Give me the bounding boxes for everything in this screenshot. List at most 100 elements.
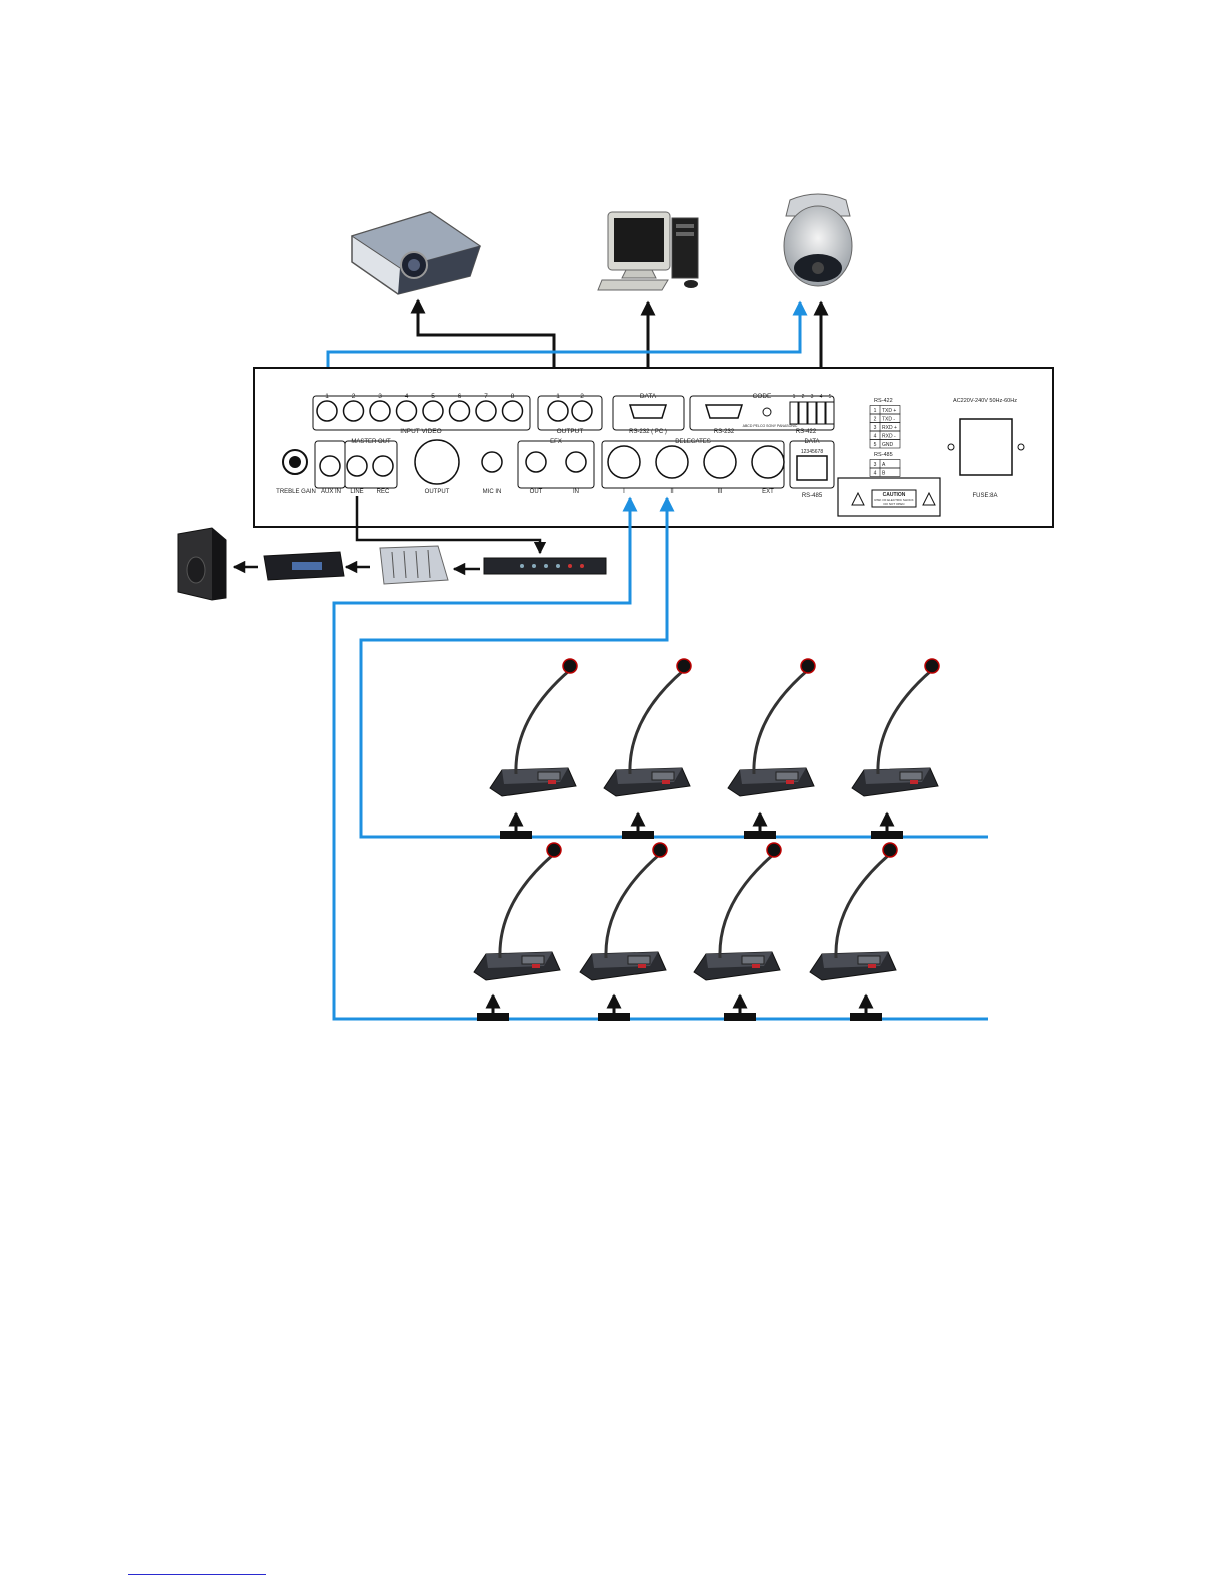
rs422-table-pin: 3 (874, 425, 877, 431)
output-video-jack-1[interactable] (547, 400, 569, 422)
rs422-table-signal: TXD - (882, 417, 895, 423)
rs422-terminal-2[interactable] (798, 401, 808, 425)
microphone-head-icon[interactable] (766, 842, 782, 858)
gooseneck (604, 852, 661, 959)
efx-in-jack[interactable] (565, 451, 587, 473)
delegates-label: DELEGATES (675, 439, 711, 445)
audio-output-label: OUTPUT (425, 489, 450, 495)
mixer-icon (379, 545, 449, 585)
data-pc-label: DATA (640, 393, 657, 400)
dome-camera-icon (783, 193, 853, 287)
rec-out-jack[interactable] (372, 455, 394, 477)
bus-tap (500, 831, 532, 839)
microphone-head-icon[interactable] (546, 842, 562, 858)
data-rs485-group: DATA 12345678 RS-485 (789, 439, 835, 499)
delegate-row-1 (489, 658, 940, 839)
shock-warning-icon (851, 491, 865, 506)
input-video-channel-3: 3 (378, 393, 382, 400)
rs422-terminal-4[interactable] (816, 401, 826, 425)
rs232-port[interactable] (704, 404, 744, 419)
efx-out-jack[interactable] (525, 451, 547, 473)
delegate-row-2 (473, 842, 898, 1021)
input-video-jack-1[interactable] (316, 400, 338, 422)
rs422-terminal-1[interactable] (789, 401, 799, 425)
data-pc-group: DATA RS-232 ( PC ) (612, 393, 685, 435)
code-indicator (762, 407, 772, 417)
input-video-channel-2: 2 (352, 393, 356, 400)
computer-icon (597, 211, 699, 291)
delegate-microphone-unit (489, 658, 578, 797)
rs422-table-pin: 1 (874, 408, 877, 414)
line-label: LINE (350, 489, 363, 495)
aux-in-jack[interactable] (319, 455, 341, 477)
gooseneck (834, 852, 891, 959)
rs422-terminal-3[interactable] (807, 401, 817, 425)
delegate-microphone-unit (851, 658, 940, 797)
rs422-terminal-5[interactable] (825, 401, 835, 425)
line-out-jack[interactable] (346, 455, 368, 477)
rs422-table-title: RS-422 (874, 398, 893, 404)
delegate-port-ext[interactable] (751, 445, 785, 479)
input-video-label: INPUT VIDEO (400, 428, 441, 435)
input-video-jack-2[interactable] (342, 400, 365, 422)
rs422-pin-number-4: 4 (820, 394, 823, 400)
footer-rule (128, 1574, 266, 1575)
delegate-microphone-unit (579, 842, 668, 981)
power-socket[interactable] (959, 418, 1013, 476)
rs485-port[interactable] (796, 455, 828, 481)
gooseneck (876, 668, 933, 775)
input-video-channel-5: 5 (431, 393, 435, 400)
microphone-head-icon[interactable] (800, 658, 816, 674)
mic-in-connector[interactable]: MIC IN (481, 451, 503, 495)
input-video-jack-8[interactable] (501, 400, 524, 422)
efx-in-label: IN (573, 489, 579, 495)
rs232-pc-port[interactable] (628, 404, 668, 419)
rec-label: REC (377, 489, 390, 495)
treble-gain-knob[interactable]: TREBLE GAIN (276, 449, 316, 495)
master-out-label: MASTER OUT (351, 439, 391, 445)
efx-group: EFX OUT IN (517, 439, 595, 495)
delegate-port-label-iii: III (717, 489, 722, 495)
input-video-channel-1: 1 (325, 393, 329, 400)
bus-tap (598, 1013, 630, 1021)
microphone-head-icon[interactable] (676, 658, 692, 674)
rs422-label: RS-422 (796, 429, 817, 435)
audio-output-connector[interactable]: OUTPUT (414, 439, 460, 495)
input-video-jack-5[interactable] (422, 400, 444, 422)
gooseneck (718, 852, 775, 959)
output-video-label: OUTPUT (557, 428, 584, 435)
delegate-port-ii[interactable] (655, 445, 689, 479)
microphone-head-icon[interactable] (924, 658, 940, 674)
gooseneck (498, 852, 555, 959)
microphone-head-icon[interactable] (882, 842, 898, 858)
input-video-channel-8: 8 (511, 393, 515, 400)
delegate-port-label-ii: II (670, 489, 674, 495)
rs422-table-signal: RXD + (882, 425, 897, 431)
microphone-head-icon[interactable] (562, 658, 578, 674)
input-video-jack-4[interactable] (395, 400, 418, 422)
caution-title: CAUTION (883, 492, 906, 498)
delegate-port-i[interactable] (607, 445, 641, 479)
code-group: CODE RS-232 ABCD PELCO SONY PANASONIC RS… (689, 393, 835, 435)
delegate-microphone-unit (693, 842, 782, 981)
input-video-jack-6[interactable] (448, 400, 471, 422)
gooseneck (752, 668, 809, 775)
delegate-port-iii[interactable] (703, 445, 737, 479)
rs485-table-pin: 3 (874, 462, 877, 468)
input-video-jack-7[interactable] (475, 400, 497, 422)
delegate-port-label-i: I (623, 489, 625, 495)
code-label: CODE (753, 393, 772, 400)
microphone-head-icon[interactable] (652, 842, 668, 858)
delegate-microphone-unit (473, 842, 562, 981)
delegate-microphone-unit (727, 658, 816, 797)
rs422-pin-number-2: 2 (802, 394, 805, 400)
input-video-jack-3[interactable] (369, 400, 391, 422)
rs485-table-pin: 4 (874, 471, 877, 477)
bus-tap (724, 1013, 756, 1021)
rs232-label: RS-232 (714, 429, 735, 435)
dip-switch-label: 12345678 (801, 449, 823, 455)
rs422-table-pin: 2 (874, 417, 877, 423)
output-video-jack-2[interactable] (571, 400, 593, 422)
